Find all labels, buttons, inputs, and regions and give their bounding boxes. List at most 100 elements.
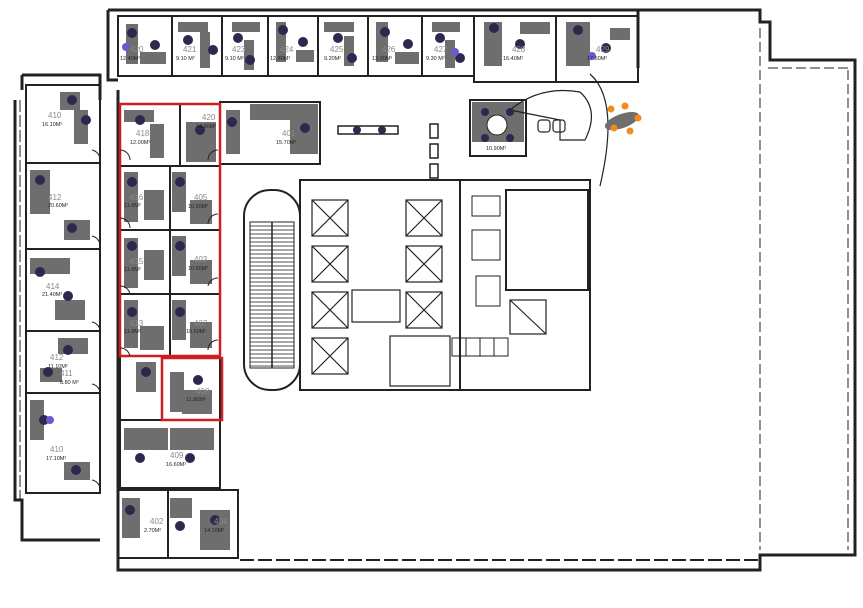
door-swings bbox=[91, 149, 219, 489]
room-426: 426 13.00M² bbox=[372, 45, 396, 62]
svg-text:413: 413 bbox=[130, 319, 144, 328]
svg-text:11.0M²: 11.0M² bbox=[124, 329, 141, 335]
svg-text:17.60M²: 17.60M² bbox=[587, 56, 607, 62]
room-410: 410 17.10M² bbox=[46, 445, 66, 462]
room-423: 423 9.10 M² bbox=[225, 45, 246, 62]
svg-text:10.90M²: 10.90M² bbox=[486, 146, 506, 152]
lounge bbox=[508, 73, 609, 187]
svg-text:421: 421 bbox=[183, 45, 197, 54]
room-404: 404 14.10M² bbox=[204, 517, 228, 534]
svg-text:9.10 M²: 9.10 M² bbox=[225, 56, 244, 62]
room-424: 424 12.80M² bbox=[270, 45, 294, 62]
building-core bbox=[243, 179, 591, 391]
svg-text:420: 420 bbox=[202, 113, 216, 122]
room-425: 425 9.20M² bbox=[324, 45, 344, 62]
svg-text:9.20M²: 9.20M² bbox=[324, 56, 341, 62]
svg-text:414: 414 bbox=[46, 282, 60, 291]
svg-text:407: 407 bbox=[194, 319, 208, 328]
svg-text:16.60M²: 16.60M² bbox=[166, 462, 186, 468]
svg-text:17.10M²: 17.10M² bbox=[46, 456, 66, 462]
svg-text:10.60M²: 10.60M² bbox=[188, 266, 208, 272]
svg-text:12.40M²: 12.40M² bbox=[120, 56, 140, 62]
svg-text:423: 423 bbox=[232, 45, 246, 54]
svg-text:11.0M²: 11.0M² bbox=[124, 203, 141, 209]
room-402: 402 2.70M² bbox=[144, 517, 164, 534]
room-412-south: 412 11.10M² bbox=[48, 353, 68, 370]
svg-text:12.80M²: 12.80M² bbox=[270, 56, 290, 62]
room-418: 418 12.00M² bbox=[130, 129, 150, 146]
west-wing-offices bbox=[25, 84, 101, 494]
svg-text:412: 412 bbox=[50, 353, 64, 362]
svg-text:402: 402 bbox=[150, 517, 164, 526]
highlighted-chairs bbox=[46, 43, 596, 424]
meeting-room-label: 10.90M² bbox=[486, 146, 506, 152]
meeting-room bbox=[469, 99, 527, 157]
room-405: 405 10.60M² bbox=[188, 193, 208, 210]
svg-text:9.10 M²: 9.10 M² bbox=[176, 56, 195, 62]
svg-text:11.10M²: 11.10M² bbox=[48, 364, 68, 370]
svg-text:408: 408 bbox=[196, 387, 210, 396]
svg-text:10.60M²: 10.60M² bbox=[188, 204, 208, 210]
window-wall bbox=[19, 28, 850, 561]
svg-text:424: 424 bbox=[280, 45, 294, 54]
svg-text:20.60M²: 20.60M² bbox=[48, 203, 68, 209]
svg-text:21.40M²: 21.40M² bbox=[42, 292, 62, 298]
svg-text:416: 416 bbox=[130, 193, 144, 202]
svg-text:8.80 M²: 8.80 M² bbox=[60, 380, 79, 386]
room-420-central: 420 14.90M² bbox=[196, 113, 216, 130]
room-428: 428 16.40M² bbox=[503, 45, 526, 62]
svg-text:412: 412 bbox=[48, 193, 62, 202]
svg-text:12.00M²: 12.00M² bbox=[130, 140, 150, 146]
chairs bbox=[35, 23, 611, 531]
svg-text:16.10M²: 16.10M² bbox=[42, 122, 62, 128]
svg-text:11.80M²: 11.80M² bbox=[186, 397, 206, 403]
corridor-furniture bbox=[337, 123, 439, 179]
svg-text:415: 415 bbox=[130, 257, 144, 266]
svg-text:405: 405 bbox=[194, 193, 208, 202]
svg-text:14.10M²: 14.10M² bbox=[204, 528, 224, 534]
elevator-shafts bbox=[311, 199, 547, 387]
restroom-fixtures bbox=[451, 195, 509, 357]
svg-text:409: 409 bbox=[170, 451, 184, 460]
orange-chairs bbox=[607, 102, 642, 135]
svg-text:10.60M²: 10.60M² bbox=[186, 329, 206, 335]
svg-text:410: 410 bbox=[48, 111, 62, 120]
stairwell bbox=[249, 221, 295, 369]
svg-text:420: 420 bbox=[130, 45, 144, 54]
svg-text:9.30 M²: 9.30 M² bbox=[426, 56, 445, 62]
svg-text:14.90M²: 14.90M² bbox=[196, 124, 216, 130]
west-wing-desks bbox=[30, 92, 90, 480]
svg-text:427: 427 bbox=[434, 45, 448, 54]
svg-text:429: 429 bbox=[596, 45, 610, 54]
top-office-row bbox=[117, 15, 639, 83]
svg-text:16.40M²: 16.40M² bbox=[503, 56, 523, 62]
room-411: 411 8.80 M² bbox=[60, 369, 79, 386]
svg-text:15.70M²: 15.70M² bbox=[276, 140, 296, 146]
svg-text:410: 410 bbox=[50, 445, 64, 454]
svg-text:411: 411 bbox=[60, 369, 73, 378]
top-row-desks bbox=[126, 22, 630, 70]
svg-text:418: 418 bbox=[136, 129, 150, 138]
svg-text:428: 428 bbox=[512, 45, 526, 54]
room-429: 429 17.60M² bbox=[587, 45, 610, 62]
room-labels: 420 12.40M² 421 9.10 M² 423 9.10 M² 424 12.8… bbox=[42, 45, 610, 534]
room-421: 421 9.10 M² bbox=[176, 45, 197, 62]
selected-rooms-outline[interactable] bbox=[118, 102, 224, 422]
room-427: 427 9.30 M² bbox=[426, 45, 448, 62]
svg-text:426: 426 bbox=[382, 45, 396, 54]
svg-text:425: 425 bbox=[330, 45, 344, 54]
svg-text:404: 404 bbox=[214, 517, 228, 526]
svg-text:2.70M²: 2.70M² bbox=[144, 528, 161, 534]
room-420: 420 12.40M² bbox=[120, 45, 144, 62]
exterior-walls bbox=[13, 8, 857, 572]
svg-text:13.00M²: 13.00M² bbox=[372, 56, 392, 62]
